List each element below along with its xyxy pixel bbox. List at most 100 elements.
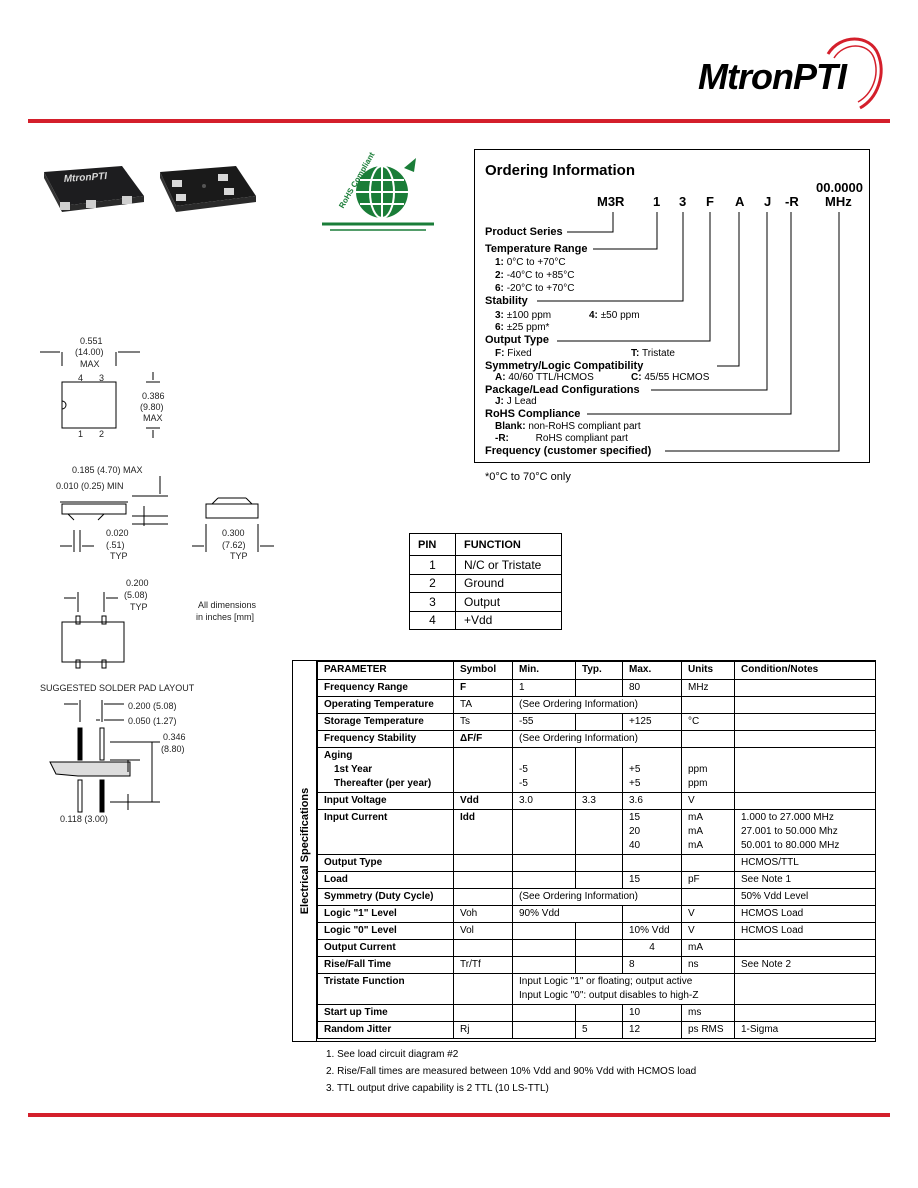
- max: 10% Vdd: [622, 922, 682, 940]
- symbol: [453, 888, 513, 906]
- min: [512, 871, 576, 889]
- table-row: Symmetry (Duty Cycle) (See Ordering Info…: [317, 888, 876, 906]
- max: +5+5: [622, 747, 682, 793]
- units: V: [681, 922, 735, 940]
- table-row: Frequency Range F 1 80 MHz: [317, 679, 876, 697]
- table-row: Logic "1" Level Voh 90% Vdd V HCMOS Load: [317, 905, 876, 923]
- symbol: Vdd: [453, 792, 513, 810]
- pad-width-1: 0.200 (5.08): [128, 701, 177, 711]
- table-row: Logic "0" Level Vol 10% Vdd V HCMOS Load: [317, 922, 876, 940]
- ordering-leader-lines: [537, 212, 840, 452]
- max: 4: [622, 939, 682, 957]
- table-row: Output Current 4 mA: [317, 939, 876, 957]
- label-rohs: RoHS Compliance: [485, 408, 581, 420]
- sym-option-c: C: 45/55 HCMOS: [631, 372, 710, 383]
- table-row: Storage Temperature Ts -55 +125 °C: [317, 713, 876, 731]
- out-option-f: F: Fixed: [495, 348, 532, 359]
- units: ns: [681, 956, 735, 974]
- param: Tristate Function: [317, 973, 454, 1005]
- out-option-t: T: Tristate: [631, 348, 675, 359]
- pad-height-value: 0.346: [163, 732, 186, 742]
- temp-option-6: 6: -20°C to +70°C: [495, 283, 575, 294]
- symbol: [453, 871, 513, 889]
- code-symmetry: A: [735, 194, 745, 209]
- param: Input Current: [317, 809, 454, 855]
- notes: [734, 713, 876, 731]
- label-output-type: Output Type: [485, 334, 549, 346]
- notes: [734, 792, 876, 810]
- side-lead-mm: (.51): [106, 540, 125, 550]
- stab-option-3: 3: ±100 ppm: [495, 310, 552, 321]
- notes: 1-Sigma: [734, 1021, 876, 1039]
- units: V: [681, 905, 735, 923]
- label-stability: Stability: [485, 295, 528, 307]
- notes: 50% Vdd Level: [734, 888, 876, 906]
- table-row: Input Voltage Vdd 3.0 3.3 3.6 V: [317, 792, 876, 810]
- col-notes: Condition/Notes: [734, 661, 876, 680]
- spec-side-label: Electrical Specifications: [293, 661, 317, 1041]
- param: Input Voltage: [317, 792, 454, 810]
- notes: [734, 747, 876, 793]
- logo-text: MtronPTI: [698, 56, 847, 97]
- param: Logic "0" Level: [317, 922, 454, 940]
- logo-swoosh-icon: [826, 37, 883, 110]
- header-divider: [28, 119, 890, 123]
- pin-number: 2: [409, 573, 456, 593]
- pad-layout-title: SUGGESTED SOLDER PAD LAYOUT: [40, 683, 195, 693]
- min: 3.0: [512, 792, 576, 810]
- notes: [734, 973, 876, 1005]
- symbol: Rj: [453, 1021, 513, 1039]
- pad-height-mm: (8.80): [161, 744, 185, 754]
- pin-3-label: 3: [99, 373, 105, 383]
- col-max: Max.: [622, 661, 682, 680]
- code-temp: 1: [653, 194, 661, 209]
- col-min: Min.: [512, 661, 576, 680]
- max: 12: [622, 1021, 682, 1039]
- function-header: FUNCTION: [455, 533, 562, 556]
- sym-option-a: A: 40/60 TTL/HCMOS: [495, 372, 594, 383]
- typ: [575, 1004, 623, 1022]
- param: Output Current: [317, 939, 454, 957]
- notes: HCMOS Load: [734, 905, 876, 923]
- param: Operating Temperature: [317, 696, 454, 714]
- top-width-mm: (14.00): [75, 347, 104, 357]
- label-frequency: Frequency (customer specified): [485, 445, 652, 457]
- param: Start up Time: [317, 1004, 454, 1022]
- min: [512, 939, 576, 957]
- code-rohs: -R: [785, 194, 799, 209]
- min: (See Ordering Information): [512, 696, 682, 714]
- footer-divider: [28, 1113, 890, 1117]
- ordering-title: Ordering Information: [485, 162, 635, 179]
- units: V: [681, 792, 735, 810]
- min: [512, 922, 576, 940]
- symbol: F: [453, 679, 513, 697]
- spec-note-1: 1. See load circuit diagram #2: [326, 1049, 459, 1060]
- company-logo: MtronPTI: [690, 34, 890, 114]
- typ: [575, 854, 623, 872]
- symbol: Idd: [453, 809, 513, 855]
- min: -55: [512, 713, 576, 731]
- symbol: [453, 747, 513, 793]
- label-package: Package/Lead Configurations: [485, 384, 640, 396]
- table-row: 4+Vdd: [409, 610, 562, 630]
- side-lead-value: 0.020: [106, 528, 129, 538]
- notes: See Note 2: [734, 956, 876, 974]
- pin-number: 1: [409, 555, 456, 575]
- table-row: Load 15 pF See Note 1: [317, 871, 876, 889]
- table-row: Start up Time 10 ms: [317, 1004, 876, 1022]
- min: 1: [512, 679, 576, 697]
- typ: [575, 956, 623, 974]
- symbol: ΔF/F: [453, 730, 513, 748]
- code-series: M3R: [597, 194, 625, 209]
- param: Output Type: [317, 854, 454, 872]
- symbol: TA: [453, 696, 513, 714]
- max: +125: [622, 713, 682, 731]
- typ: [575, 713, 623, 731]
- col-parameter: PARAMETER: [317, 661, 454, 680]
